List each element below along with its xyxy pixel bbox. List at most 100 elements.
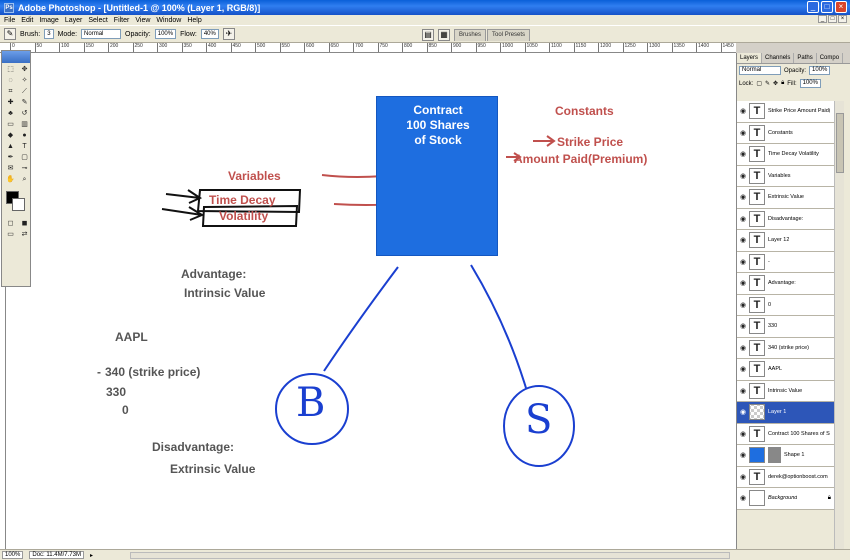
minimize-button[interactable]: _ <box>807 1 819 13</box>
visibility-eye-icon[interactable]: ◉ <box>739 452 747 460</box>
menu-select[interactable]: Select <box>88 16 108 24</box>
visibility-eye-icon[interactable]: ◉ <box>739 344 747 352</box>
layer-row[interactable]: ◉T- <box>737 251 834 273</box>
horizontal-scrollbar[interactable] <box>130 552 730 559</box>
menu-file[interactable]: File <box>4 16 16 24</box>
marquee-tool-icon[interactable]: ⬚ <box>7 66 14 73</box>
type-tool-icon[interactable]: T <box>22 143 27 150</box>
visibility-eye-icon[interactable]: ◉ <box>739 473 747 481</box>
file-browser-icon[interactable]: ▤ <box>422 29 434 41</box>
history-brush-tool-icon[interactable]: ↺ <box>21 110 28 117</box>
background-color-swatch[interactable] <box>12 198 25 211</box>
menu-edit[interactable]: Edit <box>21 16 34 24</box>
visibility-eye-icon[interactable]: ◉ <box>739 430 747 438</box>
layer-opacity-input[interactable]: 100% <box>809 66 831 75</box>
doc-restore-button[interactable]: □ <box>828 15 837 23</box>
menu-image[interactable]: Image <box>39 16 59 24</box>
blur-tool-icon[interactable]: ◆ <box>7 132 14 139</box>
fill-input[interactable]: 100% <box>799 79 821 88</box>
visibility-eye-icon[interactable]: ◉ <box>739 495 747 503</box>
shape-tool-icon[interactable]: ▢ <box>21 154 28 161</box>
quick-mask-mode-icon[interactable]: ◼ <box>21 220 28 227</box>
status-menu-arrow-icon[interactable]: ▸ <box>89 552 93 559</box>
layers-scrollbar[interactable] <box>834 101 844 549</box>
visibility-eye-icon[interactable]: ◉ <box>739 237 747 245</box>
dodge-tool-icon[interactable]: ● <box>22 132 27 139</box>
visibility-eye-icon[interactable]: ◉ <box>739 366 747 374</box>
brush-tool-preset-icon[interactable]: ✎ <box>4 28 16 40</box>
healing-brush-tool-icon[interactable]: ✚ <box>7 99 14 106</box>
visibility-eye-icon[interactable]: ◉ <box>739 215 747 223</box>
blend-mode-select[interactable]: Normal <box>739 66 781 75</box>
eyedropper-tool-icon[interactable]: ⊸ <box>21 165 28 172</box>
move-tool-icon[interactable]: ✥ <box>21 66 28 73</box>
layer-row-selected[interactable]: ◉Layer 1 <box>737 402 834 424</box>
menu-layer[interactable]: Layer <box>64 16 83 24</box>
visibility-eye-icon[interactable]: ◉ <box>739 323 747 331</box>
tool-presets-well-tab[interactable]: Tool Presets <box>487 29 531 41</box>
visibility-eye-icon[interactable]: ◉ <box>739 258 747 266</box>
menu-view[interactable]: View <box>135 16 151 24</box>
brushes-well-tab[interactable]: Brushes <box>454 29 487 41</box>
tab-compo[interactable]: Compo <box>817 53 844 63</box>
lasso-tool-icon[interactable]: ◌ <box>8 77 13 84</box>
zoom-level[interactable]: 100% <box>2 551 24 559</box>
visibility-eye-icon[interactable]: ◉ <box>739 129 747 137</box>
path-selection-tool-icon[interactable]: ▲ <box>7 143 14 150</box>
gradient-tool-icon[interactable]: ▥ <box>21 121 28 128</box>
visibility-eye-icon[interactable]: ◉ <box>739 409 747 417</box>
lock-all-icon[interactable]: 🔒︎ <box>781 80 785 86</box>
slice-tool-icon[interactable]: ⟋ <box>22 88 27 95</box>
toolbox-grip[interactable] <box>2 51 30 63</box>
toggle-palettes-icon[interactable]: ▦ <box>438 29 450 41</box>
layer-row[interactable]: ◉Background🔒︎ <box>737 488 834 510</box>
menu-help[interactable]: Help <box>187 16 202 24</box>
visibility-eye-icon[interactable]: ◉ <box>739 151 747 159</box>
layers-scrollbar-thumb[interactable] <box>836 113 844 173</box>
mode-select[interactable]: Normal <box>81 29 122 39</box>
visibility-eye-icon[interactable]: ◉ <box>739 194 747 202</box>
document-canvas[interactable]: Contract 100 Shares of Stock Constants S… <box>6 53 736 549</box>
standard-mode-icon[interactable]: ◻ <box>7 220 14 227</box>
crop-tool-icon[interactable]: ⌗ <box>8 88 13 95</box>
visibility-eye-icon[interactable]: ◉ <box>739 387 747 395</box>
doc-minimize-button[interactable]: _ <box>818 15 827 23</box>
visibility-eye-icon[interactable]: ◉ <box>739 172 747 180</box>
lock-transparency-icon[interactable]: ▢ <box>756 81 763 87</box>
visibility-eye-icon[interactable]: ◉ <box>739 301 747 309</box>
visibility-eye-icon[interactable]: ◉ <box>739 108 747 116</box>
layer-row[interactable]: ◉Shape 1 <box>737 445 834 467</box>
airbrush-icon[interactable]: ✈ <box>222 28 235 40</box>
clone-stamp-tool-icon[interactable]: ♣ <box>8 110 13 117</box>
notes-tool-icon[interactable]: ✉ <box>7 165 14 172</box>
eraser-tool-icon[interactable]: ▭ <box>7 121 14 128</box>
brush-tool-icon[interactable]: ✎ <box>21 99 28 106</box>
opacity-input[interactable]: 100% <box>154 29 177 39</box>
pen-tool-icon[interactable]: ✒ <box>7 154 14 161</box>
close-button[interactable]: × <box>835 1 847 13</box>
tab-paths[interactable]: Paths <box>794 53 817 63</box>
menu-filter[interactable]: Filter <box>113 16 130 24</box>
zoom-tool-icon[interactable]: ⌕ <box>22 176 27 183</box>
maximize-button[interactable]: □ <box>821 1 833 13</box>
magic-wand-tool-icon[interactable]: ✧ <box>21 77 28 84</box>
flow-input[interactable]: 40% <box>200 29 219 39</box>
menu-window[interactable]: Window <box>156 16 182 24</box>
screen-mode-icon[interactable]: ▭ <box>7 231 14 238</box>
jump-to-imageready-icon[interactable]: ⇄ <box>21 231 28 238</box>
tab-layers[interactable]: Layers <box>737 53 763 63</box>
